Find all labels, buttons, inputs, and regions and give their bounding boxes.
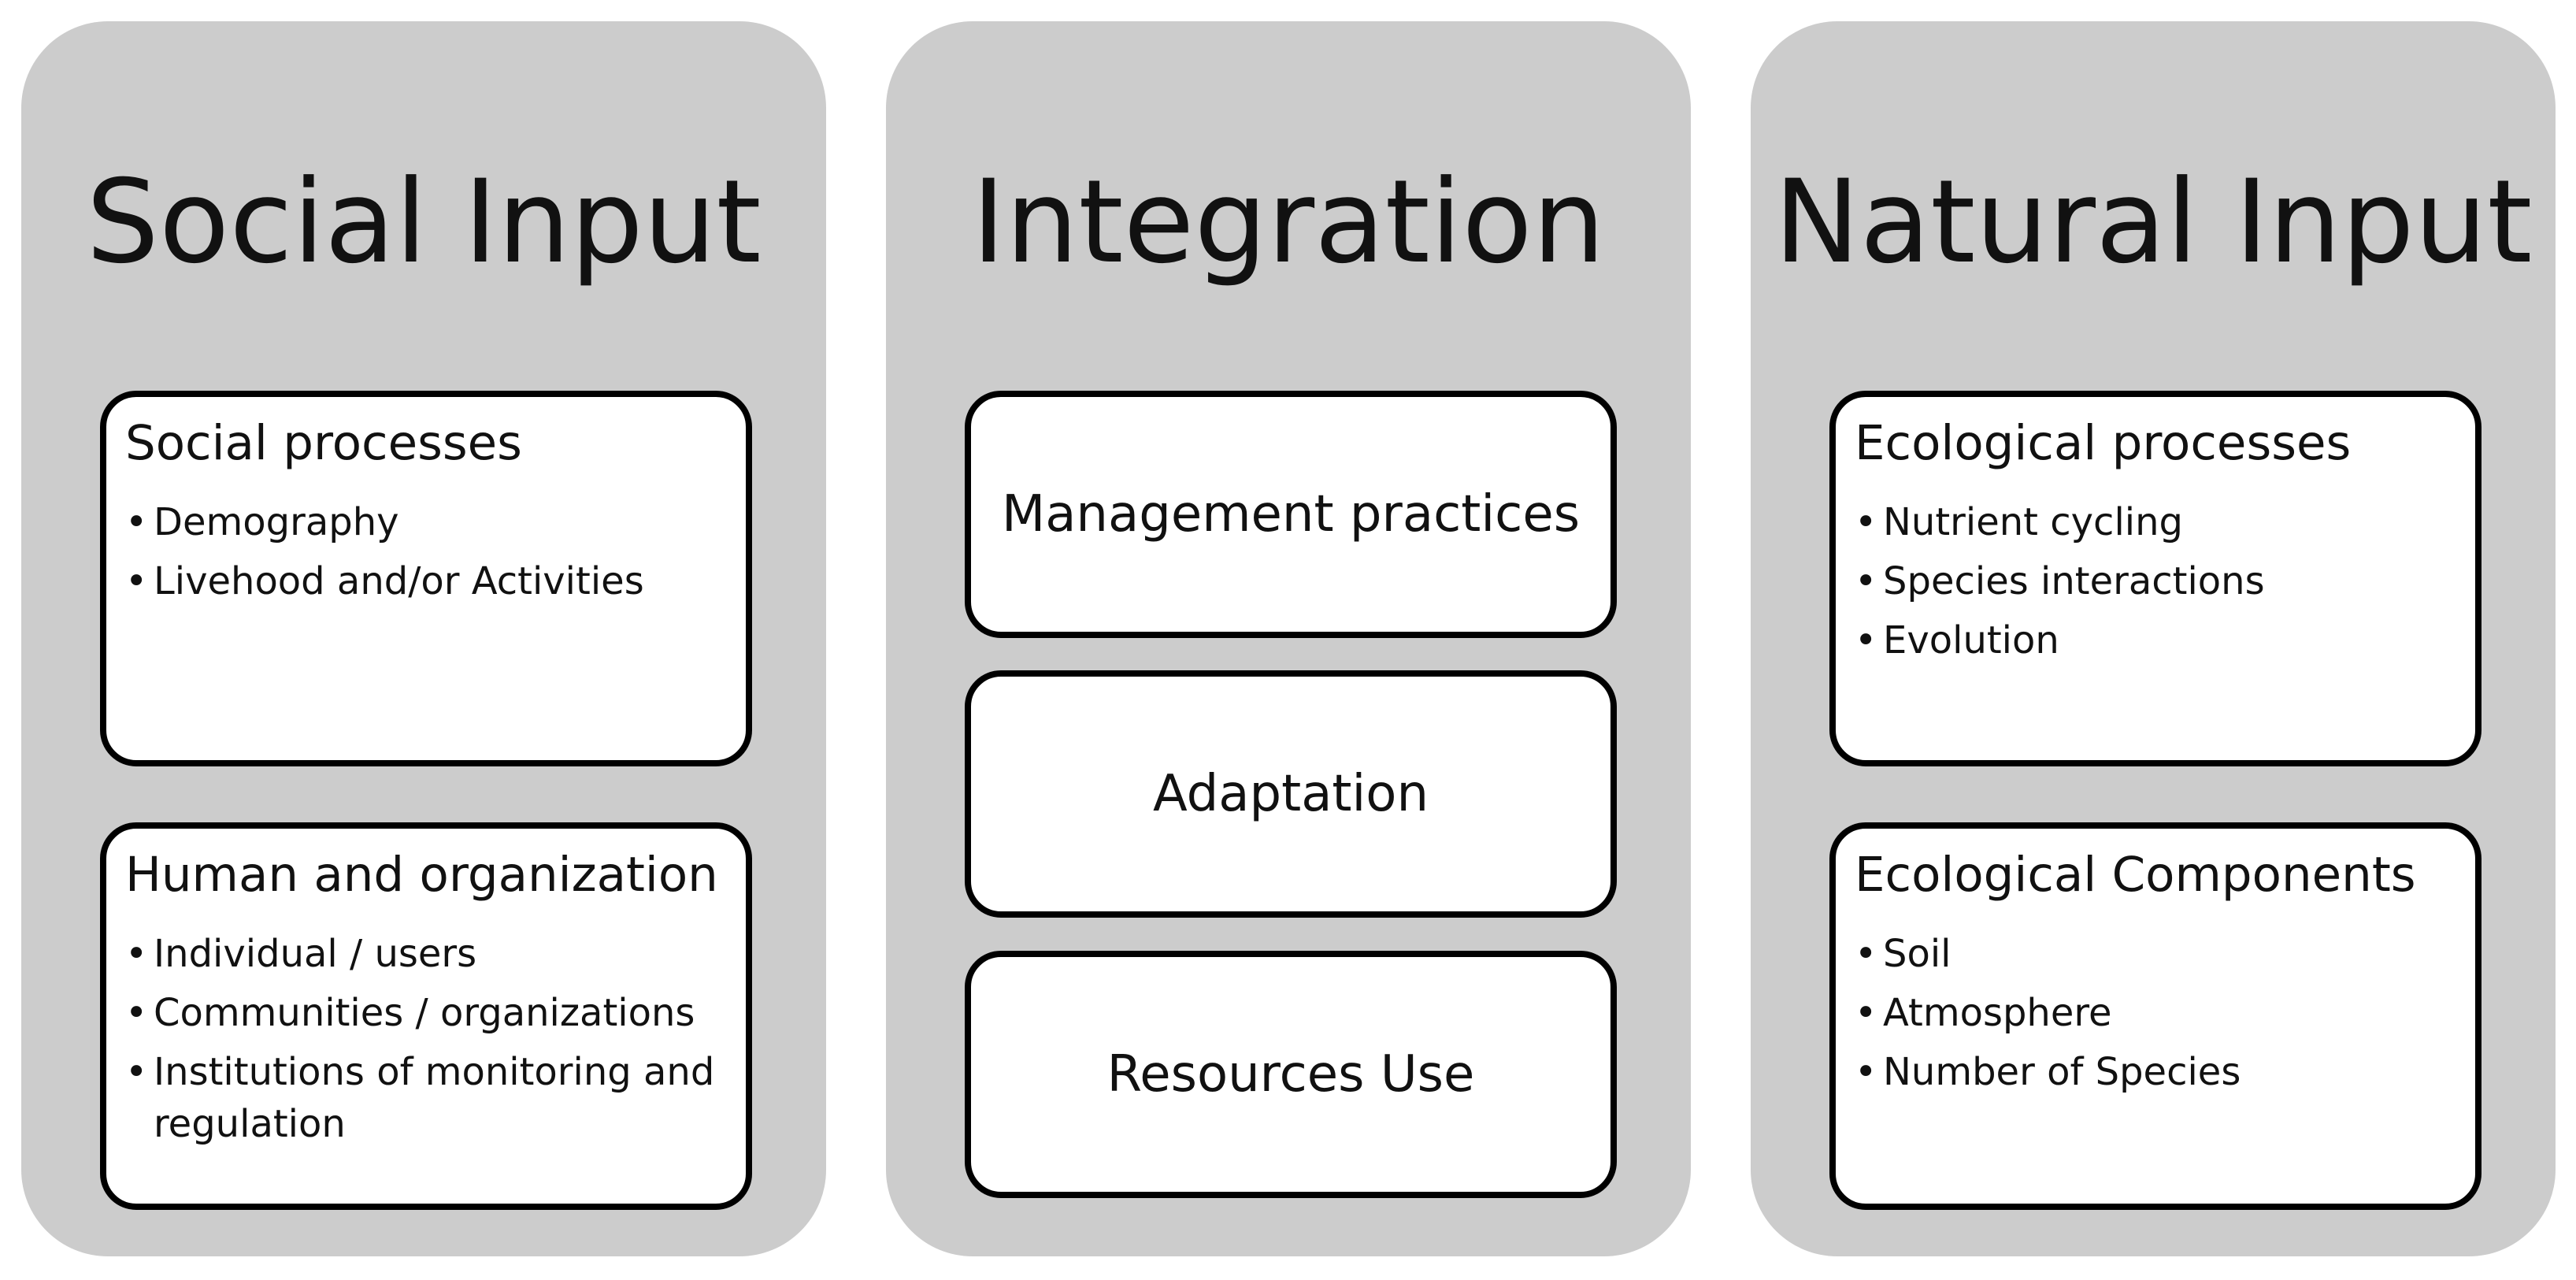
box-adaptation: Adaptation bbox=[965, 670, 1617, 918]
box-ecological-components: Ecological Components Soil Atmosphere Nu… bbox=[1829, 822, 2481, 1210]
column-title: Integration bbox=[971, 155, 1606, 289]
list-item: Soil bbox=[1855, 928, 2461, 980]
list-item: Livehood and/or Activities bbox=[125, 555, 732, 607]
box-resources-use: Resources Use bbox=[965, 951, 1617, 1198]
box-ecological-processes: Ecological processes Nutrient cycling Sp… bbox=[1829, 391, 2481, 766]
list-item: Institutions of monitoring and regulatio… bbox=[125, 1046, 732, 1150]
box-heading: Human and organization bbox=[125, 847, 718, 903]
box-label: Management practices bbox=[1001, 485, 1581, 544]
list-item: Species interactions bbox=[1855, 555, 2461, 607]
box-heading: Ecological Components bbox=[1855, 847, 2416, 903]
list-item: Number of Species bbox=[1855, 1046, 2461, 1098]
box-human-and-organization: Human and organization Individual / user… bbox=[100, 822, 752, 1210]
bullet-list: Nutrient cycling Species interactions Ev… bbox=[1855, 496, 2461, 673]
box-heading: Social processes bbox=[125, 415, 522, 471]
list-item: Individual / users bbox=[125, 928, 732, 980]
column-title: Social Input bbox=[86, 155, 762, 289]
box-heading: Ecological processes bbox=[1855, 415, 2352, 471]
box-label: Adaptation bbox=[1152, 765, 1429, 823]
list-item: Evolution bbox=[1855, 614, 2461, 666]
list-item: Atmosphere bbox=[1855, 987, 2461, 1039]
box-label: Resources Use bbox=[1106, 1045, 1475, 1104]
column-integration: Integration Management practices Adaptat… bbox=[886, 21, 1691, 1256]
list-item: Demography bbox=[125, 496, 732, 548]
column-natural-input: Natural Input Ecological processes Nutri… bbox=[1751, 21, 2556, 1256]
box-social-processes: Social processes Demography Livehood and… bbox=[100, 391, 752, 766]
column-social-input: Social Input Social processes Demography… bbox=[21, 21, 826, 1256]
list-item: Communities / organizations bbox=[125, 987, 732, 1039]
bullet-list: Soil Atmosphere Number of Species bbox=[1855, 928, 2461, 1105]
box-management-practices: Management practices bbox=[965, 391, 1617, 638]
list-item: Nutrient cycling bbox=[1855, 496, 2461, 548]
bullet-list: Individual / users Communities / organiz… bbox=[125, 928, 732, 1157]
bullet-list: Demography Livehood and/or Activities bbox=[125, 496, 732, 614]
column-title: Natural Input bbox=[1774, 155, 2533, 289]
